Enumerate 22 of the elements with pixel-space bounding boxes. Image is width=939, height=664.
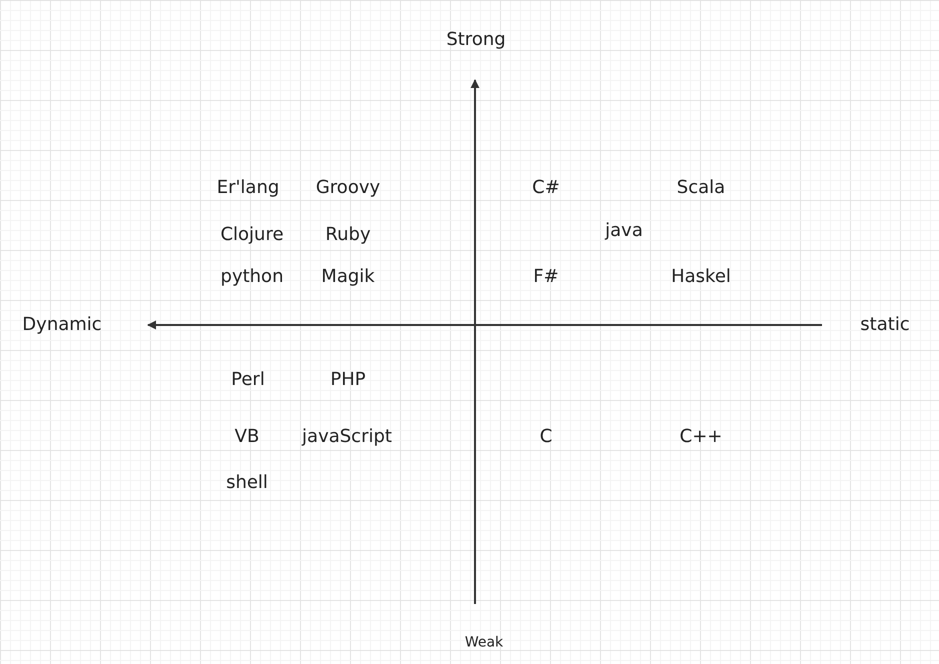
- language-label: javaScript: [302, 426, 392, 448]
- language-label: C++: [680, 426, 722, 448]
- language-label: Ruby: [325, 224, 371, 246]
- language-label: shell: [226, 472, 268, 494]
- language-label: C#: [532, 177, 560, 199]
- language-label: Groovy: [316, 177, 380, 199]
- language-label: python: [220, 266, 284, 288]
- language-label: Magik: [321, 266, 375, 288]
- axis-label: Strong: [446, 29, 506, 51]
- language-label: Haskel: [671, 266, 731, 288]
- language-label: Clojure: [220, 224, 284, 246]
- axis-label: Weak: [464, 634, 504, 652]
- language-label: F#: [533, 266, 559, 288]
- axis-label: Dynamic: [22, 314, 102, 336]
- axis-label: static: [860, 314, 910, 336]
- language-label: java: [605, 220, 643, 242]
- language-label: Perl: [231, 369, 265, 391]
- language-label: VB: [234, 426, 260, 448]
- language-label: Scala: [676, 177, 726, 199]
- language-label: PHP: [330, 369, 366, 391]
- language-label: C: [540, 426, 552, 448]
- language-label: Er'lang: [216, 177, 280, 199]
